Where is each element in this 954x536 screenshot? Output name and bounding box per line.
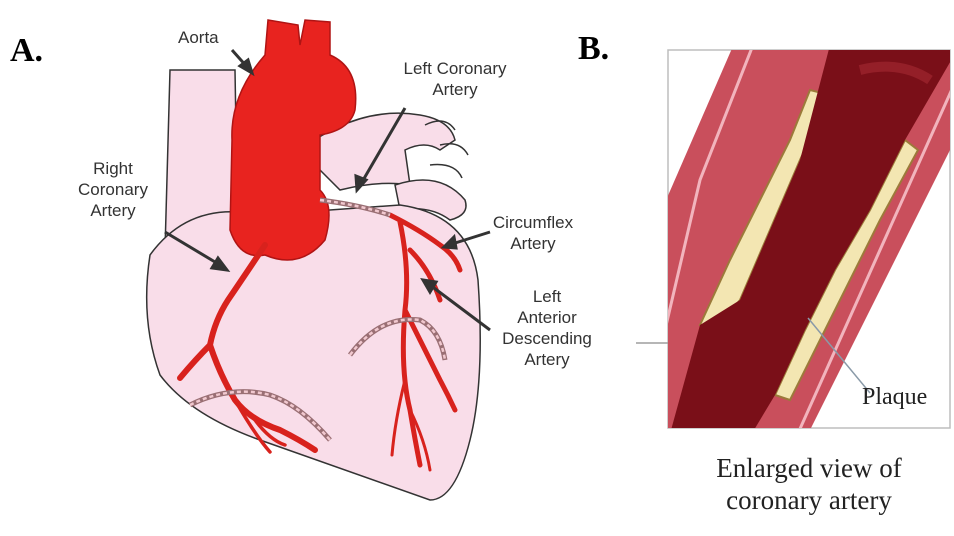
caption-line2: coronary artery [668,484,950,516]
plaque-label: Plaque [862,384,927,411]
caption-line1: Enlarged view of [668,452,950,484]
caption: Enlarged view of coronary artery [668,452,950,516]
